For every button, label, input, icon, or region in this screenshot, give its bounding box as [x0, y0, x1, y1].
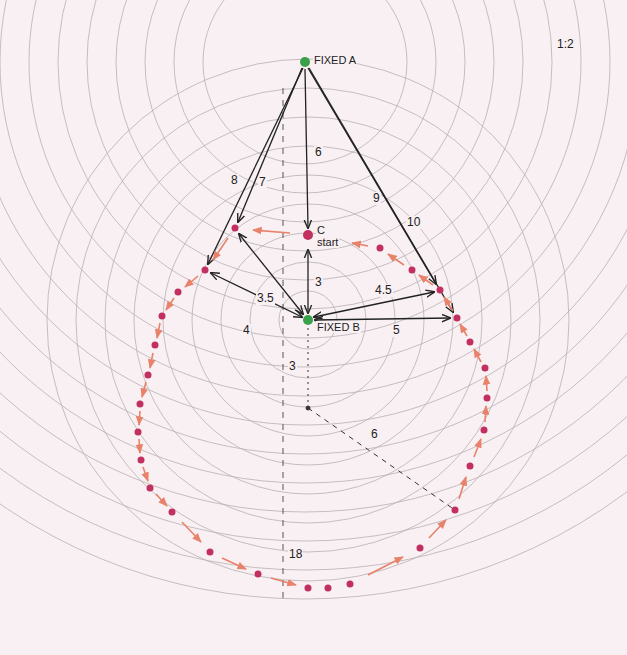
construction-circles-b [47, 59, 569, 581]
point-label: C [316, 224, 339, 236]
point-label: FIXED A [313, 54, 357, 66]
point-label: FIXED B [316, 321, 361, 333]
dimension-label: 9 [372, 192, 381, 205]
dimension-label: 18 [288, 548, 303, 561]
start-point: Cstart [303, 230, 339, 248]
dimension-label: 7 [258, 176, 267, 189]
dimension-label: 3 [288, 360, 297, 373]
dimension-arrow [305, 69, 308, 228]
dimension-label: 6 [314, 146, 323, 159]
fixed-pivot: FIXED B [303, 315, 361, 333]
dimension-label: 10 [406, 216, 421, 229]
dimension-arrow [307, 250, 308, 313]
point-dot [300, 57, 310, 67]
construction-circles-a [0, 0, 627, 599]
linkage-arrows [208, 68, 453, 320]
dimension-label: 3 [314, 276, 323, 289]
dimension-label: 6 [370, 428, 379, 441]
fixed-pivot: FIXED A [300, 57, 357, 67]
scale-note: 1:2 [556, 38, 575, 51]
point-dot [303, 315, 313, 325]
dimension-label: 4 [242, 324, 251, 337]
dimension-label: 8 [230, 174, 239, 187]
dimension-label: 4.5 [374, 284, 393, 297]
locus-points [135, 225, 491, 592]
point-label-group: FIXED B [316, 321, 361, 333]
locus-direction-arrows [139, 230, 487, 585]
point-label: start [316, 236, 339, 248]
dimension-label: 5 [392, 324, 401, 337]
point-label-group: Cstart [316, 224, 339, 248]
point-dot [303, 230, 313, 240]
dimension-label: 3.5 [256, 292, 275, 305]
guide-lines [283, 88, 455, 600]
point-label-group: FIXED A [313, 54, 357, 66]
